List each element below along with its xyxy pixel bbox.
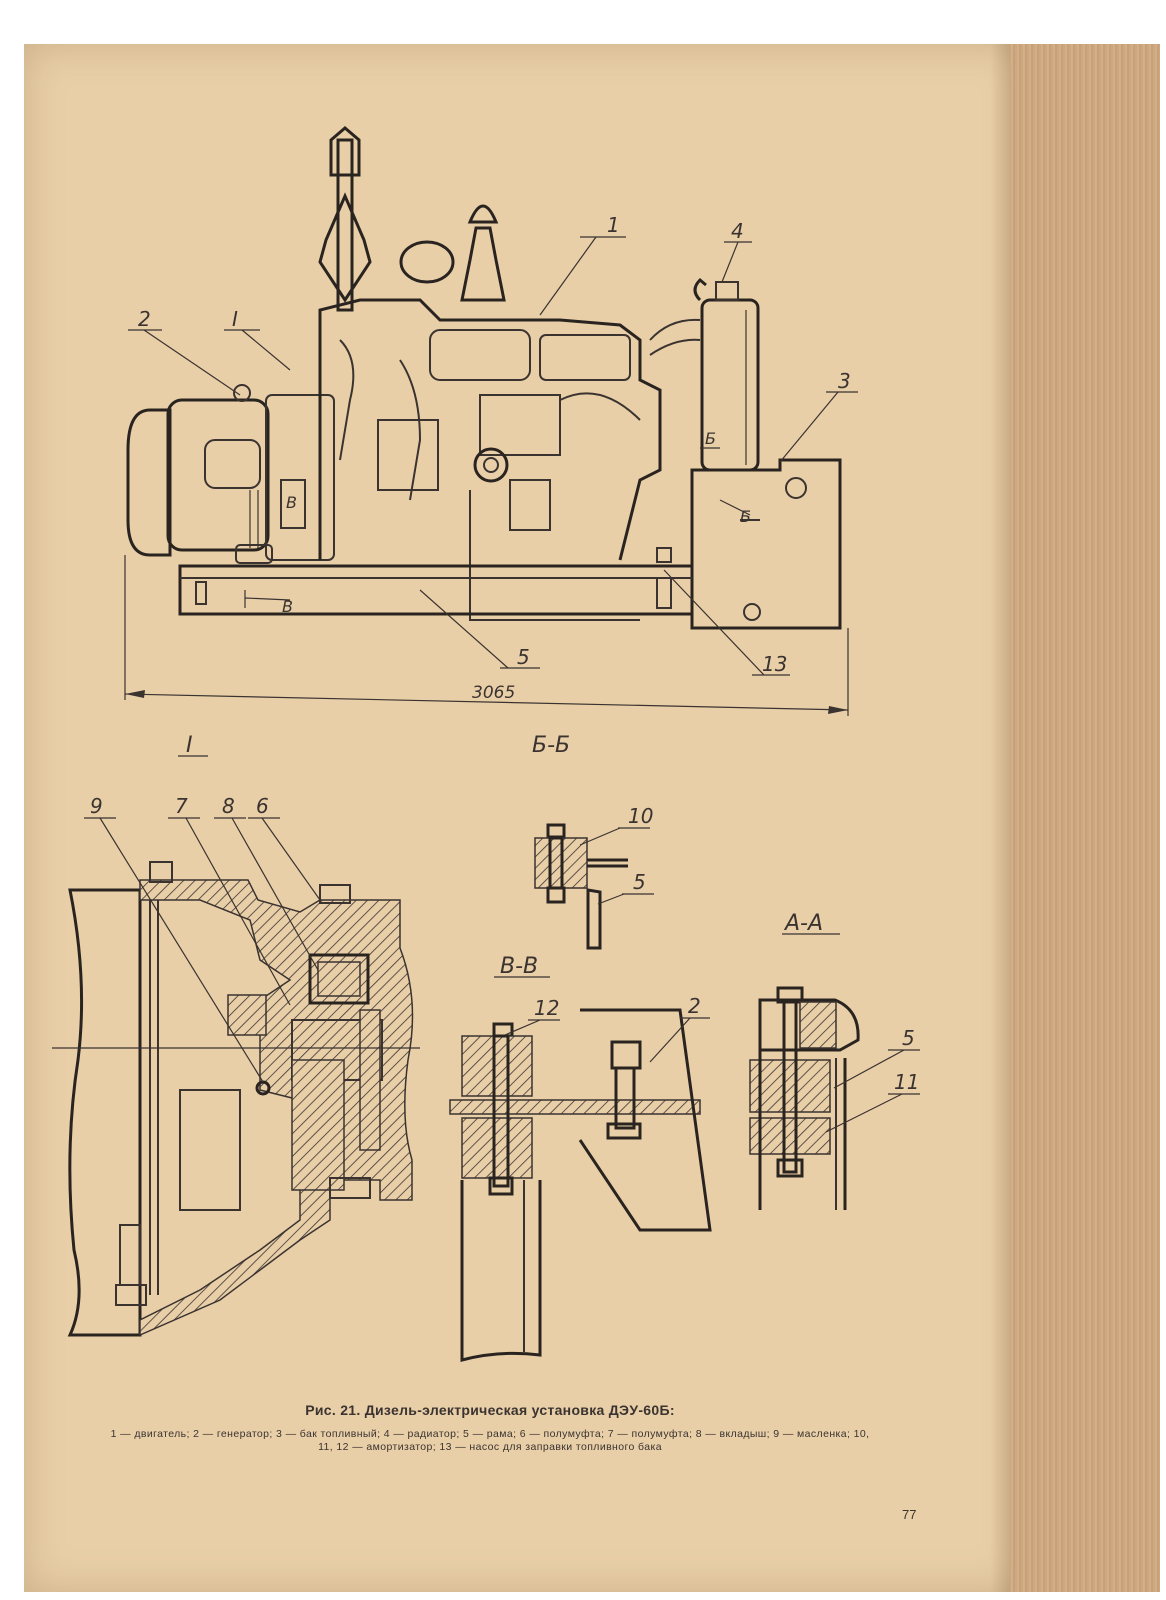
callout-7: 7 — [175, 794, 188, 818]
callout-3: 3 — [838, 369, 851, 393]
callout-9: 9 — [90, 794, 103, 818]
engine — [318, 126, 662, 621]
callout-11: 11 — [894, 1070, 919, 1094]
callout-detail-I: I — [232, 307, 238, 331]
callout-5-BB: 5 — [633, 870, 646, 894]
section-V-V: В-В 12 2 — [449, 954, 712, 1362]
callout-8: 8 — [222, 794, 235, 818]
detail-I-title: I — [186, 733, 193, 758]
overall-length-dimension: 3065 — [472, 683, 515, 703]
callout-4: 4 — [731, 219, 744, 243]
fuel-tank — [690, 458, 842, 630]
frame — [178, 547, 694, 616]
section-A-A-title: А-А — [783, 911, 823, 936]
section-B-B-title: Б-Б — [532, 733, 570, 758]
callout-5: 5 — [517, 645, 530, 669]
callout-5-AA: 5 — [902, 1026, 915, 1050]
callout-2: 2 — [138, 307, 151, 331]
callout-2-VV: 2 — [688, 994, 701, 1018]
book-page-edges — [1010, 44, 1160, 1592]
figure-caption-title: Рис. 21. Дизель-электрическая установка … — [305, 1402, 675, 1418]
section-V-V-title: В-В — [500, 954, 538, 979]
section-mark-B-top: Б — [705, 429, 716, 448]
callout-leaders — [128, 236, 858, 676]
main-elevation-view: 1 2 I 4 3 5 13 Б Б В В 3065 — [124, 126, 858, 716]
section-A-A: А-А 5 11 — [749, 911, 920, 1210]
figure-caption-legend: 1 — двигатель; 2 — генератор; 3 — бак то… — [110, 1428, 870, 1453]
section-mark-V-top: В — [286, 493, 297, 512]
callout-12: 12 — [534, 996, 559, 1020]
section-B-B: Б-Б 10 5 — [532, 733, 654, 950]
page-number: 77 — [902, 1507, 917, 1522]
figure-caption: Рис. 21. Дизель-электрическая установка … — [110, 1402, 870, 1454]
section-mark-B-bottom: Б — [740, 507, 751, 526]
section-mark-V-bottom: В — [282, 597, 293, 616]
callout-10: 10 — [628, 804, 653, 828]
radiator — [649, 277, 760, 472]
callout-1: 1 — [607, 213, 620, 237]
overall-dimension — [124, 555, 849, 716]
callout-6: 6 — [256, 794, 269, 818]
callout-13: 13 — [762, 652, 787, 676]
detail-I-coupling: I — [52, 733, 420, 1337]
generator — [126, 384, 335, 564]
